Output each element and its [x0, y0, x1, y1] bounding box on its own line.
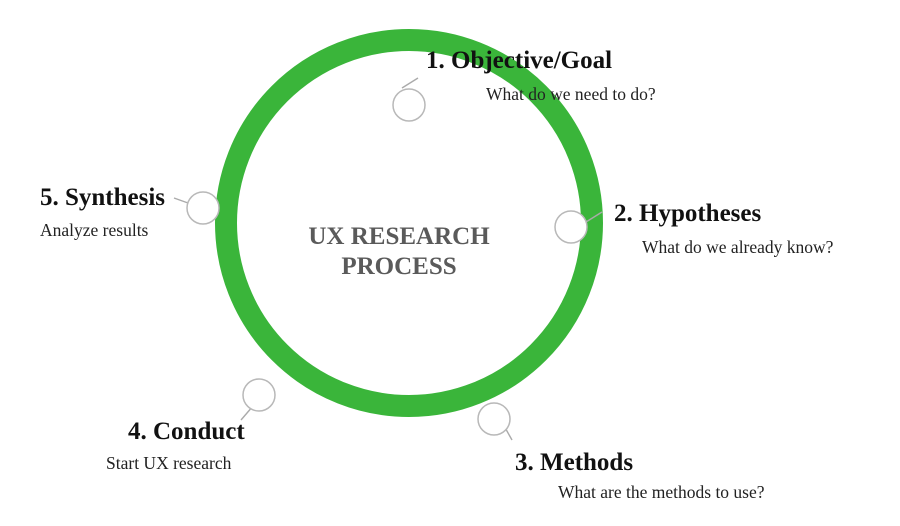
node-objective — [392, 88, 426, 122]
process-ring — [215, 29, 603, 418]
step-1-title: 1. Objective/Goal — [426, 47, 612, 74]
step-3-description: What are the methods to use? — [558, 482, 765, 502]
leader-line-synthesis — [173, 197, 189, 204]
center-title-line2: PROCESS — [341, 253, 456, 280]
step-3-title: 3. Methods — [515, 449, 633, 476]
step-1-description: What do we need to do? — [486, 84, 656, 104]
step-5-description: Analyze results — [40, 220, 149, 240]
step-4-title: 4. Conduct — [128, 418, 245, 445]
leader-line-hypotheses — [585, 211, 603, 223]
step-2-description: What do we already know? — [642, 237, 834, 257]
step-5-title: 5. Synthesis — [40, 184, 165, 211]
step-2-title: 2. Hypotheses — [614, 200, 762, 227]
step-4-description: Start UX research — [106, 453, 232, 473]
node-hypotheses — [554, 210, 588, 244]
node-synthesis — [186, 191, 220, 225]
center-title-line1: UX RESEARCH — [308, 223, 490, 250]
leader-line-objective — [401, 77, 419, 89]
node-methods — [477, 402, 511, 436]
node-conduct — [242, 378, 276, 412]
